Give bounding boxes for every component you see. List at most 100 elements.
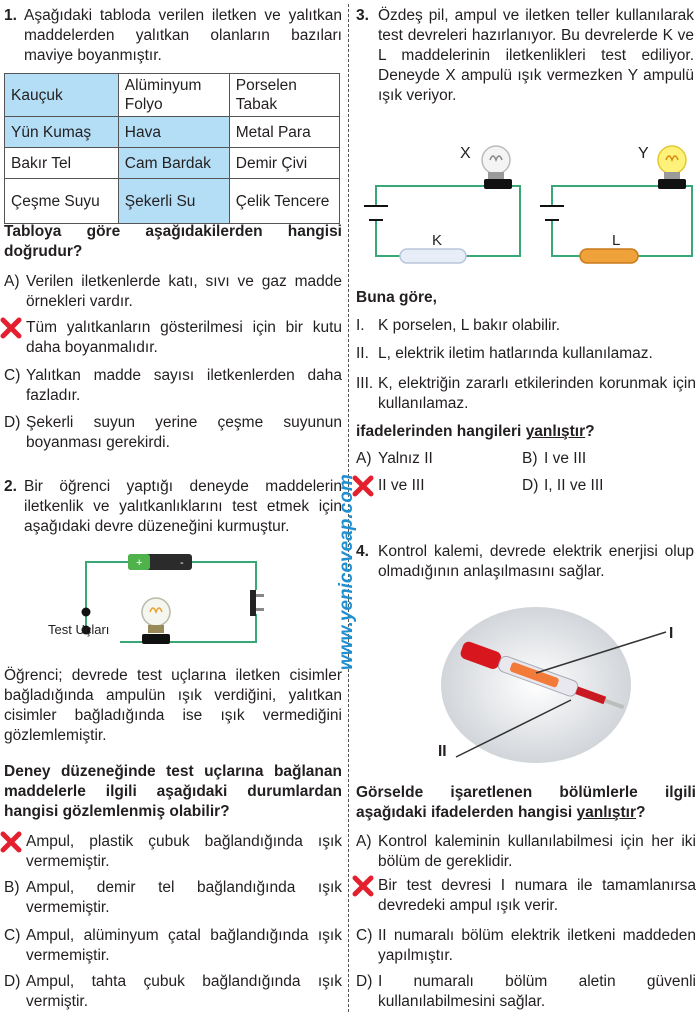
table-cell: Çelik Tencere [228, 178, 341, 224]
option-text: Ampul, tahta çubuk bağlandığında ışık ve… [26, 973, 342, 1010]
option-text: Yalnız II [378, 450, 433, 467]
table-cell: Porselen Tabak [228, 73, 341, 117]
q1-option-a[interactable]: A) Verilen iletkenlerde katı, sıvı ve gaz… [4, 272, 342, 312]
q3-intro: Buna göre, [356, 289, 437, 306]
test-tip-2 [81, 625, 91, 635]
option-text: I numaralı bölüm aletin güvenli kullanıl… [378, 973, 696, 1010]
option-text: II numaralı bölüm elektrik iletkeni madd… [378, 927, 696, 964]
q2-option-a[interactable]: Ampul, plastik çubuk bağlandığında ışık … [0, 831, 342, 872]
option-label: B) [522, 450, 538, 467]
q1-option-d[interactable]: D)Şekerli suyun yerine çeşme suyunun boy… [4, 413, 342, 453]
q1-option-b[interactable]: Tüm yalıtkanların gösterilmesi için bir … [0, 317, 342, 358]
statement-text: K, elektriğin zararlı etkilerinden korun… [378, 375, 696, 412]
table-cell: Çeşme Suyu [4, 178, 119, 224]
answer-x-mark-icon [0, 317, 22, 339]
statement-text: L, elektrik iletim hatlarında kullanılam… [378, 345, 653, 362]
option-text: Ampul, alüminyum çatal bağlandığında ışı… [26, 927, 342, 964]
answer-x-mark-icon [0, 831, 22, 853]
q3-option-b[interactable]: B) I ve III [522, 449, 692, 469]
label-i: I [669, 625, 674, 642]
material-k-label: K [432, 232, 443, 249]
option-text: II ve III [378, 477, 425, 494]
q4-question-post: ? [635, 804, 646, 821]
q2-observation: Öğrenci; devrede test uçlarına iletken c… [4, 667, 342, 744]
option-label: A) [4, 273, 20, 290]
q3-statement-3: III.K, elektriğin zararlı etkilerinden k… [356, 374, 696, 414]
statement-label: III. [356, 375, 374, 392]
table-cell: Cam Bardak [117, 147, 230, 179]
q4-number: 4. [356, 543, 369, 560]
q3-option-a[interactable]: A) Yalnız II [356, 449, 526, 469]
option-label: C) [4, 927, 21, 944]
answer-x-mark-icon [352, 875, 374, 897]
answer-x-mark-icon [352, 475, 374, 497]
q4-question-underlined: yanlıştır [576, 804, 636, 821]
q3-option-c[interactable]: II ve III [352, 475, 526, 497]
option-text: Yalıtkan madde sayısı iletkenlerden daha… [26, 367, 342, 404]
table-cell: Bakır Tel [4, 147, 119, 179]
q2-option-b[interactable]: B) Ampul, demir tel bağlandığında ışık ve… [4, 878, 342, 918]
table-cell: Metal Para [228, 116, 341, 148]
battery-symbol-right [540, 205, 564, 221]
q4-stem: 4. Kontrol kalemi, devrede elektrik ener… [356, 542, 696, 580]
switch-icon [250, 590, 264, 616]
q4-option-d[interactable]: D)I numaralı bölüm aletin güvenli kullan… [356, 972, 696, 1012]
option-text: Tüm yalıtkanların gösterilmesi için bir … [26, 319, 342, 356]
q3-statement-1: I. K porselen, L bakır olabilir. [356, 316, 696, 336]
option-label: C) [4, 367, 21, 384]
q3-statement-2: II.L, elektrik iletim hatlarında kullanı… [356, 344, 696, 364]
q3-question: ifadelerinden hangileri yanlıştır? [356, 422, 595, 442]
q3-number: 3. [356, 7, 369, 24]
q4-option-c[interactable]: C) II numaralı bölüm elektrik iletkeni ma… [356, 926, 696, 966]
option-label: C) [356, 927, 373, 944]
table-cell: Hava [117, 116, 230, 148]
q2-stem-text: Bir öğrenci yaptığı deneyde maddelerin i… [24, 478, 342, 535]
battery-symbol-left [364, 205, 388, 221]
q4-stem-text: Kontrol kalemi, devrede elektrik enerjis… [378, 543, 694, 580]
statement-label: I. [356, 317, 365, 334]
test-tips-label: Test Uçları [48, 622, 110, 637]
q3-option-d[interactable]: D) I, II ve III [522, 476, 692, 496]
bulb-x-icon [481, 145, 512, 189]
q3-question-pre: ifadelerinden hangileri [356, 423, 526, 440]
table-cell: Şekerli Su [117, 178, 230, 224]
q1-option-c[interactable]: C) Yalıtkan madde sayısı iletkenlerden da… [4, 366, 342, 406]
option-text: Verilen iletkenlerde katı, sıvı ve gaz m… [26, 273, 342, 310]
q2-number: 2. [4, 478, 17, 495]
option-label: A) [356, 450, 372, 467]
watermark: www.yeniceveap.com [336, 474, 357, 670]
q4-option-a[interactable]: A)Kontrol kaleminin kullanılabilmesi içi… [356, 832, 696, 872]
q2-option-c[interactable]: C) Ampul, alüminyum çatal bağlandığında ı… [4, 926, 342, 966]
svg-text:-: - [180, 557, 184, 569]
bulb-y-icon [657, 145, 687, 189]
q3-stem-text: Özdeş pil, ampul ve iletken teller kulla… [378, 7, 694, 104]
q1-number: 1. [4, 7, 17, 24]
lamp-icon [141, 597, 171, 644]
q2-option-d[interactable]: D)Ampul, tahta çubuk bağlandığında ışık … [4, 972, 342, 1012]
option-text: Bir test devresi I numara ile tamamlanır… [378, 877, 696, 914]
option-text: I, II ve III [544, 477, 604, 494]
option-label: D) [4, 414, 21, 431]
material-l-rod [579, 248, 639, 264]
material-l-label: L [612, 232, 621, 249]
option-label: D) [522, 477, 539, 494]
statement-text: K porselen, L bakır olabilir. [378, 317, 561, 334]
battery-icon: + - [128, 554, 192, 570]
table-cell: Alüminyum Folyo [117, 73, 230, 117]
option-text: I ve III [544, 450, 587, 467]
table-cell: Kauçuk [4, 73, 119, 117]
q1-stem-text: Aşağıdaki tabloda verilen iletken ve yal… [24, 7, 342, 64]
bulb-y-label: Y [638, 145, 649, 162]
column-divider [348, 4, 349, 1012]
option-label: B) [4, 879, 20, 896]
table-cell: Demir Çivi [228, 147, 341, 179]
q3-circuits-figure [364, 145, 693, 264]
option-text: Ampul, demir tel bağlandığında ışık verm… [26, 879, 342, 916]
q4-option-b[interactable]: Bir test devresi I numara ile tamamlanır… [352, 875, 696, 916]
watermark-text: www.yeniceveap.com [336, 474, 357, 670]
q1-question: Tabloya göre aşağıdakilerden hangisi doğ… [4, 223, 342, 260]
